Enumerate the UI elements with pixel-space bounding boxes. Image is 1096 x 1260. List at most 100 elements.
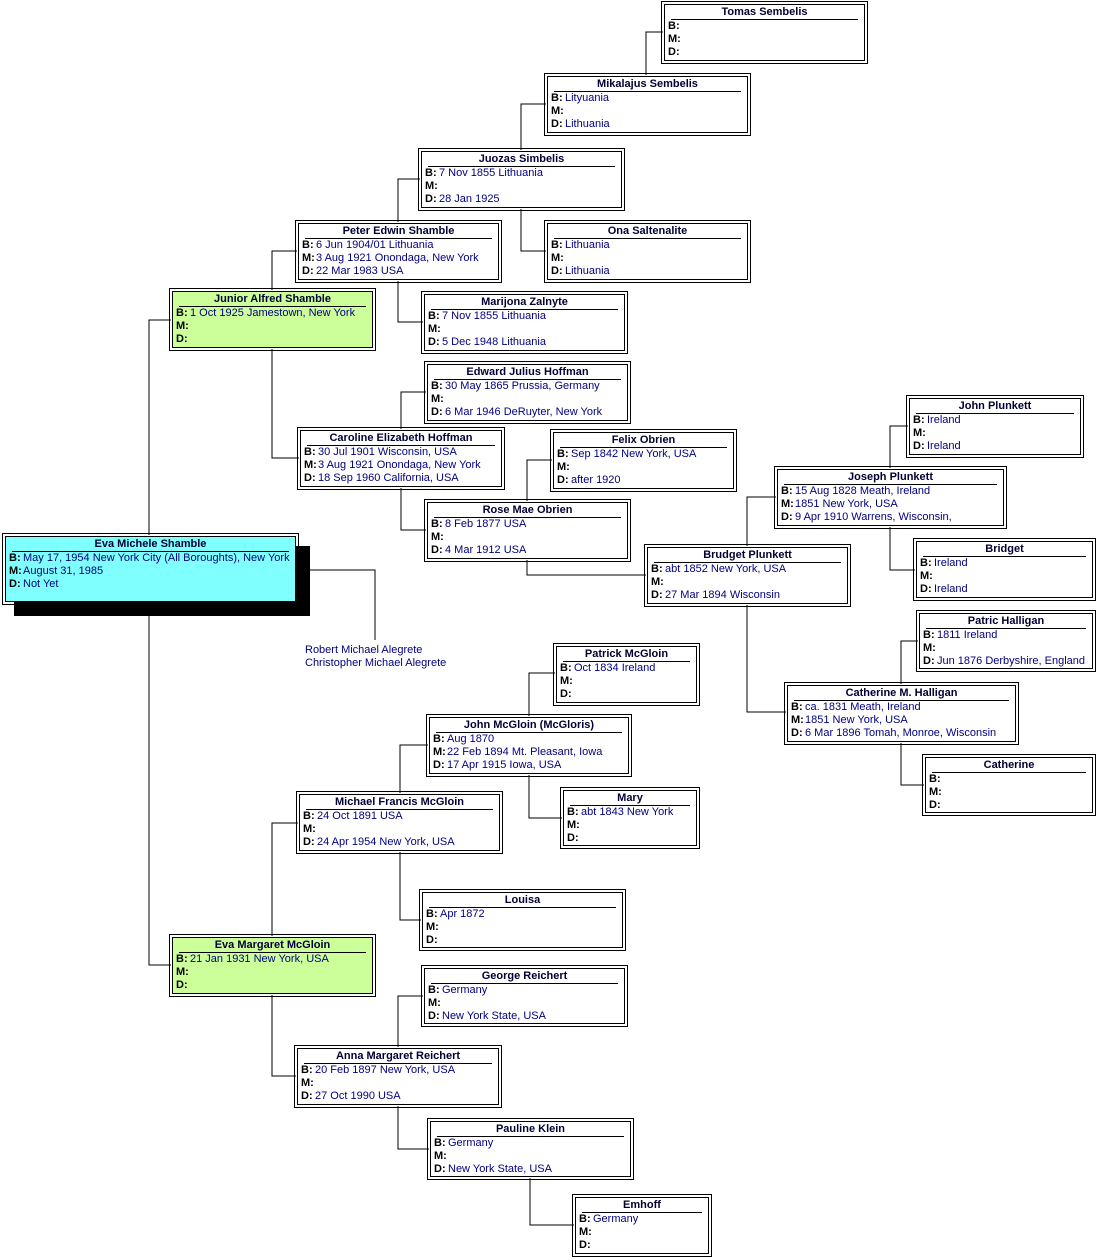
person-name: Peter Edwin Shamble [305, 225, 492, 239]
death-line: D:27 Oct 1990 USA [301, 1090, 401, 1102]
birth-line: B:Ireland [920, 557, 968, 569]
person-name: Juozas Simbelis [428, 153, 615, 167]
birth-line: B:Germany [579, 1213, 639, 1225]
birth-line: B:Sep 1842 New York, USA [557, 448, 697, 460]
death-line: D: [426, 934, 438, 946]
person-box-caroline[interactable]: Caroline Elizabeth Hoffman B:30 Jul 1901… [297, 427, 505, 490]
marriage-line: M: [913, 427, 926, 439]
person-box-mother[interactable]: Eva Margaret McGloin B:21 Jan 1931 New Y… [169, 934, 376, 997]
death-line: D: [579, 1239, 591, 1251]
person-box-peter[interactable]: Peter Edwin Shamble B:6 Jun 1904/01 Lith… [295, 220, 502, 283]
marriage-line: M:3 Aug 1921 Onondaga, New York [302, 252, 479, 264]
person-box-john-mcgloin[interactable]: John McGloin (McGloris) B:Aug 1870 M:22 … [426, 714, 632, 777]
death-line: D: [567, 832, 579, 844]
person-name: Joseph Plunkett [784, 471, 997, 485]
marriage-line: M: [428, 323, 441, 335]
person-box-catherine[interactable]: Catherine B: M: D: [922, 754, 1096, 816]
person-name: John Plunkett [916, 400, 1074, 414]
person-box-joseph[interactable]: Joseph Plunkett B:15 Aug 1828 Meath, Ire… [774, 466, 1007, 529]
death-line: D:after 1920 [557, 474, 621, 486]
person-box-root[interactable]: Eva Michele Shamble B:May 17, 1954 New Y… [2, 533, 299, 605]
death-line: D:27 Mar 1894 Wisconsin [651, 589, 780, 601]
person-name: Anna Margaret Reichert [304, 1050, 492, 1064]
death-line: D: [668, 46, 680, 58]
person-name: Edward Julius Hoffman [434, 366, 621, 380]
person-box-catherine-halligan[interactable]: Catherine M. Halligan B:ca. 1831 Meath, … [784, 682, 1019, 745]
person-box-louisa[interactable]: Louisa B:Apr 1872 M: D: [419, 889, 626, 951]
person-box-marijona[interactable]: Marijona Zalnyte B:7 Nov 1855 Lithuania … [421, 291, 628, 354]
birth-line: B:Oct 1834 Ireland [560, 662, 656, 674]
birth-line: B:Aug 1870 [433, 733, 495, 745]
person-box-patrick[interactable]: Patrick McGloin B:Oct 1834 Ireland M: D: [553, 643, 700, 706]
birth-line: B:May 17, 1954 New York City (All Boroug… [9, 552, 290, 564]
death-line: D:22 Mar 1983 USA [302, 265, 404, 277]
person-name: Junior Alfred Shamble [179, 293, 366, 307]
birth-line: B:6 Jun 1904/01 Lithuania [302, 239, 434, 251]
person-box-bridget[interactable]: Bridget B:Ireland M: D:Ireland [913, 538, 1096, 601]
death-line: D: [176, 979, 188, 991]
death-line: D:Jun 1876 Derbyshire, England [923, 655, 1085, 667]
birth-line: B:Lithuania [551, 239, 610, 251]
death-line: D:New York State, USA [434, 1163, 552, 1175]
birth-line: B: [929, 773, 941, 785]
person-box-juozas[interactable]: Juozas Simbelis B:7 Nov 1855 Lithuania M… [418, 148, 625, 211]
birth-line: B:Ireland [913, 414, 961, 426]
person-name: John McGloin (McGloris) [436, 719, 622, 733]
person-name: Emhoff [582, 1199, 702, 1213]
marriage-line: M: [425, 180, 438, 192]
marriage-line: M: [923, 642, 936, 654]
person-box-father[interactable]: Junior Alfred Shamble B:1 Oct 1925 James… [169, 288, 376, 351]
person-box-mary[interactable]: Mary B:abt 1843 New York M: D: [560, 787, 700, 849]
birth-line: B:abt 1852 New York, USA [651, 563, 787, 575]
person-name: George Reichert [431, 970, 618, 984]
person-name: Bridget [923, 543, 1086, 557]
death-line: D:9 Apr 1910 Warrens, Wisconsin, [781, 511, 952, 523]
person-box-mikalajus[interactable]: Mikalajus Sembelis B:Lityuania M: D:Lith… [544, 73, 751, 136]
birth-line: B:15 Aug 1828 Meath, Ireland [781, 485, 931, 497]
birth-line: B:Apr 1872 [426, 908, 485, 920]
person-box-rose[interactable]: Rose Mae Obrien B:8 Feb 1877 USA M: D:4 … [424, 499, 631, 562]
marriage-line: M: [434, 1150, 447, 1162]
person-box-michael[interactable]: Michael Francis McGloin B:24 Oct 1891 US… [296, 791, 503, 854]
marriage-line: M: [431, 393, 444, 405]
birth-line: B:20 Feb 1897 New York, USA [301, 1064, 456, 1076]
death-line: D:New York State, USA [428, 1010, 546, 1022]
person-name: Louisa [429, 894, 616, 908]
person-name: Tomas Sembelis [671, 6, 858, 20]
birth-line: B:abt 1843 New York [567, 806, 674, 818]
marriage-line: M: [651, 576, 664, 588]
person-box-tomas[interactable]: Tomas Sembelis B: M: D: [661, 1, 868, 64]
person-box-ona[interactable]: Ona Saltenalite B:Lithuania M: D:Lithuan… [544, 220, 751, 283]
person-box-felix[interactable]: Felix Obrien B:Sep 1842 New York, USA M:… [550, 429, 737, 492]
person-box-patric-halligan[interactable]: Patric Halligan B:1811 Ireland M: D:Jun … [916, 610, 1096, 672]
birth-line: B:ca. 1831 Meath, Ireland [791, 701, 921, 713]
marriage-line: M: [301, 1077, 314, 1089]
person-box-brudget[interactable]: Brudget Plunkett B:abt 1852 New York, US… [644, 544, 851, 607]
birth-line: B:Germany [434, 1137, 494, 1149]
person-box-emhoff[interactable]: Emhoff B:Germany M: D: [572, 1194, 712, 1257]
person-box-john-plunkett[interactable]: John Plunkett B:Ireland M: D:Ireland [906, 395, 1084, 458]
person-name: Brudget Plunkett [654, 549, 841, 563]
death-line: D:Lithuania [551, 265, 610, 277]
person-box-edward[interactable]: Edward Julius Hoffman B:30 May 1865 Prus… [424, 361, 631, 424]
death-line: D:6 Mar 1946 DeRuyter, New York [431, 406, 603, 418]
person-box-anna[interactable]: Anna Margaret Reichert B:20 Feb 1897 New… [294, 1045, 502, 1108]
person-name: Ona Saltenalite [554, 225, 741, 239]
death-line: D:4 Mar 1912 USA [431, 544, 527, 556]
marriage-line: M: [920, 570, 933, 582]
death-line: D:24 Apr 1954 New York, USA [303, 836, 455, 848]
marriage-line: M: [426, 921, 439, 933]
death-line: D: [560, 688, 572, 700]
death-line: D:18 Sep 1960 California, USA [304, 472, 459, 484]
birth-line: B:21 Jan 1931 New York, USA [176, 953, 329, 965]
birth-line: B:30 Jul 1901 Wisconsin, USA [304, 446, 457, 458]
person-box-george[interactable]: George Reichert B:Germany M: D:New York … [421, 965, 628, 1027]
person-box-pauline[interactable]: Pauline Klein B:Germany M: D:New York St… [427, 1118, 634, 1180]
person-name: Catherine [932, 759, 1086, 773]
death-line: D: [929, 799, 941, 811]
person-name: Catherine M. Halligan [794, 687, 1009, 701]
marriage-line: M: [551, 105, 564, 117]
person-name: Patrick McGloin [563, 648, 690, 662]
marriage-line: M: [551, 252, 564, 264]
